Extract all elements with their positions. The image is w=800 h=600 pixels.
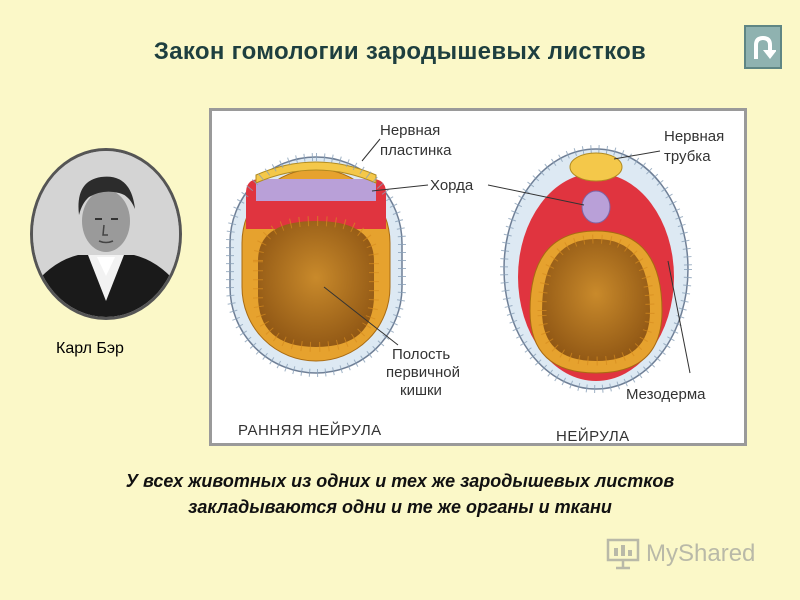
presentation-board-icon [606,538,640,570]
gut-cavity [258,221,374,347]
label-mesoderm: Мезодерма [626,386,706,403]
caption-early-neurula: РАННЯЯ НЕЙРУЛА [238,421,382,439]
label-neural-plate-line2: пластинка [380,142,452,159]
law-statement: У всех животных из одних и тех же зароды… [0,468,800,520]
neural-plate [255,161,377,184]
portrait-caption: Карл Бэр [56,340,124,357]
label-neural-tube-line1: Нервная [664,128,724,145]
watermark: MyShared [606,536,776,576]
label-cavity-line1: Полость [392,346,450,363]
label-cavity-line2: первичной [386,364,460,381]
watermark-text: MyShared [646,540,756,567]
return-arrow-icon [754,35,776,59]
early-neurula-drawing [226,153,406,377]
gut-cavity-2 [542,239,650,361]
neurula-diagram: Нервная пластинка Нервная трубка Хорда П… [209,108,747,446]
neurula-drawing [500,145,692,393]
slide-title: Закон гомологии зародышевых листков [153,38,647,65]
chord-2 [581,190,611,224]
label-neural-plate-line1: Нервная [380,122,440,139]
neural-tube [569,152,623,182]
label-neural-tube-line2: трубка [664,148,711,165]
statement-line-1: У всех животных из одних и тех же зароды… [125,471,675,491]
portrait-karl-baer [30,148,182,320]
back-button[interactable] [744,25,782,69]
statement-line-2: закладываются одни и те же органы и ткан… [188,497,612,517]
label-cavity-line3: кишки [400,382,442,399]
chord-layer [256,179,376,201]
diagram-labels: Нервная пластинка Нервная трубка Хорда П… [238,122,724,443]
label-chord: Хорда [430,177,474,194]
caption-neurula: НЕЙРУЛА [556,427,630,443]
